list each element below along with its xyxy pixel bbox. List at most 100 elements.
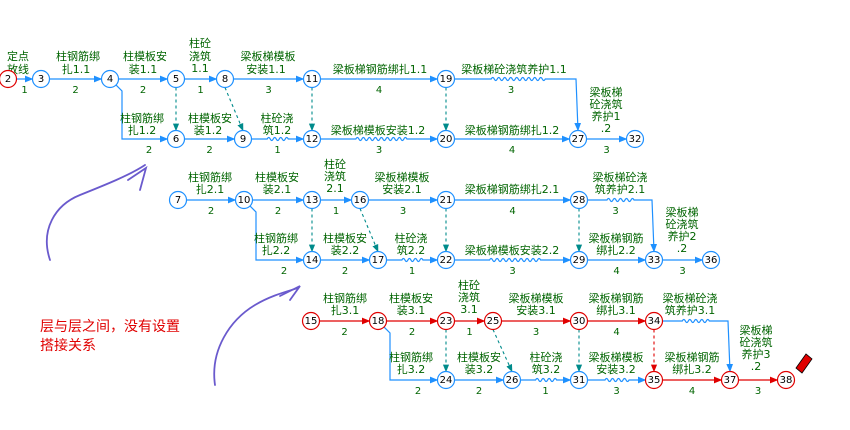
event-node: 19: [436, 69, 456, 89]
activity-label: 扎1.2: [128, 123, 157, 137]
duration-label: 2: [341, 327, 347, 338]
event-node-circle: [0, 69, 18, 89]
event-node-number: 21: [440, 195, 453, 206]
duration-label: 1: [197, 85, 203, 96]
event-node-circle: [436, 129, 456, 149]
activity-label: 梁板梯模板安装2.2: [465, 243, 560, 257]
event-node-circle: [720, 370, 740, 390]
activity-label: 柱模板安: [255, 170, 299, 184]
activity-label: 柱钢筋绑: [389, 350, 433, 364]
activity-label: 梁板梯: [740, 323, 773, 337]
activity-arrow: [251, 135, 305, 143]
event-node: 10: [234, 190, 254, 210]
event-node-circle: [302, 190, 322, 210]
event-node-number: 3: [38, 74, 44, 85]
activity-label: 养护2: [668, 229, 697, 243]
activity-label: .2: [677, 242, 688, 255]
event-node-circle: [569, 370, 589, 390]
event-node-circle: [234, 190, 254, 210]
event-node: 2: [0, 69, 18, 89]
event-node-number: 4: [107, 74, 113, 85]
activity-label: 梁板梯模板: [509, 291, 564, 305]
event-node: 38: [776, 370, 796, 390]
activity-arrow: [115, 84, 169, 143]
event-node-circle: [368, 311, 388, 331]
event-node-circle: [215, 69, 235, 89]
duration-label: 2: [140, 85, 146, 96]
pen-stroke: [213, 287, 299, 386]
duration-label: 3: [613, 386, 619, 397]
event-node-circle: [31, 69, 51, 89]
duration-label: 3: [509, 266, 515, 277]
activity-label: 梁板梯钢筋绑扎2.1: [465, 182, 560, 196]
duration-label: 2: [275, 206, 281, 217]
duration-label: 4: [376, 85, 382, 96]
event-node-number: 25: [487, 316, 500, 327]
event-node-circle: [483, 311, 503, 331]
duration-label: 3: [508, 85, 514, 96]
duration-label: 2: [409, 327, 415, 338]
activity-label: 扎1.1: [62, 62, 91, 76]
activity-label: 装3.2: [465, 363, 494, 376]
duration-label: 4: [689, 386, 695, 397]
event-node-number: 9: [240, 134, 246, 145]
event-node: 6: [166, 129, 186, 149]
event-node: 32: [625, 129, 645, 149]
event-node: 21: [436, 190, 456, 210]
event-node: 9: [233, 129, 253, 149]
duration-label: 4: [613, 266, 619, 277]
activity-label: 绑扎3.2: [672, 362, 712, 376]
activity-label: 柱砼浇: [530, 350, 563, 364]
activity-label: 梁板梯模板: [589, 350, 644, 364]
event-node: 15: [301, 311, 321, 331]
activity-label: 柱模板安: [323, 231, 367, 245]
activity-label: 柱钢筋绑: [188, 170, 232, 184]
event-node: 3: [31, 69, 51, 89]
event-node-number: 33: [648, 255, 661, 266]
activity-label: 梁板梯钢筋: [589, 231, 644, 245]
duration-label: 3: [376, 145, 382, 156]
activity-label: 定点: [7, 49, 29, 63]
activity-label: 柱模板安: [123, 49, 167, 63]
event-node-number: 27: [572, 134, 585, 145]
event-node: 29: [569, 250, 589, 270]
event-node: 34: [644, 311, 664, 331]
duration-label: 4: [613, 327, 619, 338]
event-node: 33: [644, 250, 664, 270]
activity-arrow: [587, 197, 658, 253]
event-node: 31: [569, 370, 589, 390]
event-node-number: 8: [222, 74, 228, 85]
activity-label: 柱砼: [324, 157, 346, 171]
activity-arrow: [454, 256, 572, 264]
event-node-circle: [168, 190, 188, 210]
event-node-number: 35: [648, 375, 661, 386]
event-node-circle: [302, 69, 322, 89]
activity-arrow: [662, 318, 734, 373]
event-node: 24: [436, 370, 456, 390]
duration-label: 2: [281, 266, 287, 277]
activity-label: 安装3.2: [596, 362, 636, 376]
event-node: 11: [302, 69, 322, 89]
event-node-circle: [302, 250, 322, 270]
activity-label: 筑3.2: [532, 362, 561, 376]
event-node-circle: [436, 250, 456, 270]
event-node: 7: [168, 190, 188, 210]
event-node-circle: [436, 311, 456, 331]
hand-drawn-strokes: [45, 164, 301, 386]
event-node: 5: [166, 69, 186, 89]
event-node: 27: [568, 129, 588, 149]
event-node-circle: [644, 370, 664, 390]
duration-label: 2: [415, 386, 421, 397]
activity-arrow: [386, 256, 439, 264]
activity-arrow: [587, 376, 647, 384]
duration-label: 3: [679, 266, 685, 277]
activity-label: 梁板梯钢筋绑扎1.1: [333, 62, 428, 76]
event-node: 22: [436, 250, 456, 270]
event-node-number: 20: [440, 134, 453, 145]
duration-label: 4: [509, 206, 515, 217]
activity-arrow: [383, 326, 439, 384]
activity-label: 梁板梯: [666, 205, 699, 219]
activity-label: 柱模板安: [389, 291, 433, 305]
